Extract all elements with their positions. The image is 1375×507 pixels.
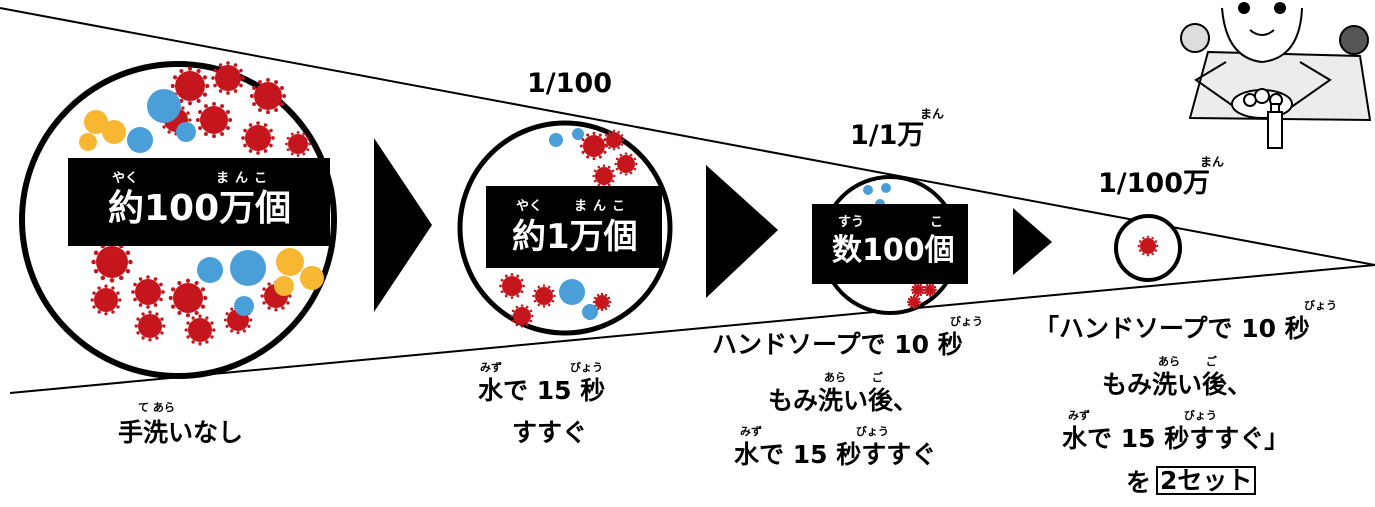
arrow-right-icon (706, 165, 778, 298)
blue-bacteria-icon (176, 122, 196, 142)
red-virus-icon (907, 295, 921, 309)
ratio-label-soap-twice-wrap: まん 1/100万 (1098, 156, 1238, 206)
germs-group-1 (79, 61, 324, 346)
circle-soap-twice (1114, 214, 1182, 282)
red-virus-icon (134, 310, 166, 342)
count-ruby-1b: まんこ (216, 171, 274, 186)
red-virus-icon (90, 284, 122, 316)
red-virus-icon (592, 292, 612, 312)
yellow-bacteria-icon (276, 248, 304, 276)
blue-bacteria-icon (572, 128, 584, 140)
red-virus-icon (579, 131, 609, 161)
red-virus-icon (249, 77, 287, 115)
red-virus-icon (923, 283, 937, 297)
red-virus-icon (592, 164, 616, 188)
count-ruby-2b: まんこ (574, 199, 632, 214)
arrow-right-icon (374, 138, 432, 312)
red-virus-icon (285, 131, 311, 157)
caption-water: みず びょう 水で 15 秒 すすぐ (478, 361, 606, 447)
yellow-bacteria-icon (84, 110, 108, 134)
germs-group-2 (499, 128, 638, 328)
handwashing-child-illustration (1180, 2, 1372, 149)
count-ruby-3a: すう (838, 215, 865, 230)
red-virus-icon (211, 61, 245, 95)
red-virus-icon (532, 284, 556, 308)
blue-bacteria-icon (197, 257, 223, 283)
arrow-right-icon (1013, 208, 1052, 275)
yellow-bacteria-icon (300, 266, 324, 290)
blue-bacteria-icon (230, 250, 266, 286)
red-virus-icon (241, 121, 275, 155)
germs-group-4 (1137, 235, 1159, 257)
two-sets-badge: 2セット (1156, 466, 1257, 495)
ratio-ruby-soap-twice: まん (1200, 155, 1225, 169)
red-virus-icon (510, 304, 534, 328)
red-virus-icon (499, 273, 525, 299)
blue-bacteria-icon (559, 279, 585, 305)
blue-bacteria-icon (881, 183, 891, 193)
count-label-none: 約100万個 (108, 188, 292, 229)
count-ruby-3b: こ (930, 215, 944, 230)
blue-bacteria-icon (582, 304, 598, 320)
ratio-label-soap-once-wrap: まん 1/1万 (850, 108, 960, 158)
blue-bacteria-icon (863, 185, 873, 195)
count-ruby-1a: やく (112, 171, 139, 186)
caption-soap-once: びょう ハンドソープで 10 秒 あら ご もみ洗い後、 みず びょう 水で 1… (712, 315, 983, 469)
ratio-label-soap-twice: 1/100万 (1098, 168, 1211, 199)
count-box-water: やく まんこ 約1万個 (486, 186, 662, 268)
yellow-bacteria-icon (102, 120, 126, 144)
red-virus-icon (195, 101, 233, 139)
blue-bacteria-icon (127, 127, 153, 153)
count-ruby-2a: やく (516, 199, 543, 214)
count-label-soap-once: 数100個 (832, 233, 955, 268)
caption-soap-twice: びょう 「ハンドソープで 10 秒 あら ご もみ洗い後、 みず びょう 水で … (1034, 299, 1337, 497)
count-label-water: 約1万個 (512, 217, 638, 257)
red-virus-icon (1137, 235, 1159, 257)
ratio-label-water: 1/100 (527, 68, 613, 99)
red-virus-icon (131, 275, 165, 309)
red-virus-icon (168, 278, 208, 318)
yellow-bacteria-icon (274, 276, 294, 296)
ratio-label-soap-once: 1/1万 (850, 120, 925, 151)
blue-bacteria-icon (549, 133, 563, 147)
red-virus-icon (184, 314, 216, 346)
count-box-none: やく まんこ 約100万個 (68, 158, 330, 246)
yellow-bacteria-icon (79, 133, 97, 151)
red-virus-icon (614, 152, 638, 176)
red-virus-icon (603, 129, 625, 151)
blue-bacteria-icon (234, 296, 254, 316)
funnel-bottom-line (9, 264, 1375, 394)
count-box-soap-once: すう こ 数100個 (812, 204, 968, 284)
ratio-ruby-soap-once: まん (920, 107, 945, 121)
blue-bacteria-icon (147, 89, 181, 123)
